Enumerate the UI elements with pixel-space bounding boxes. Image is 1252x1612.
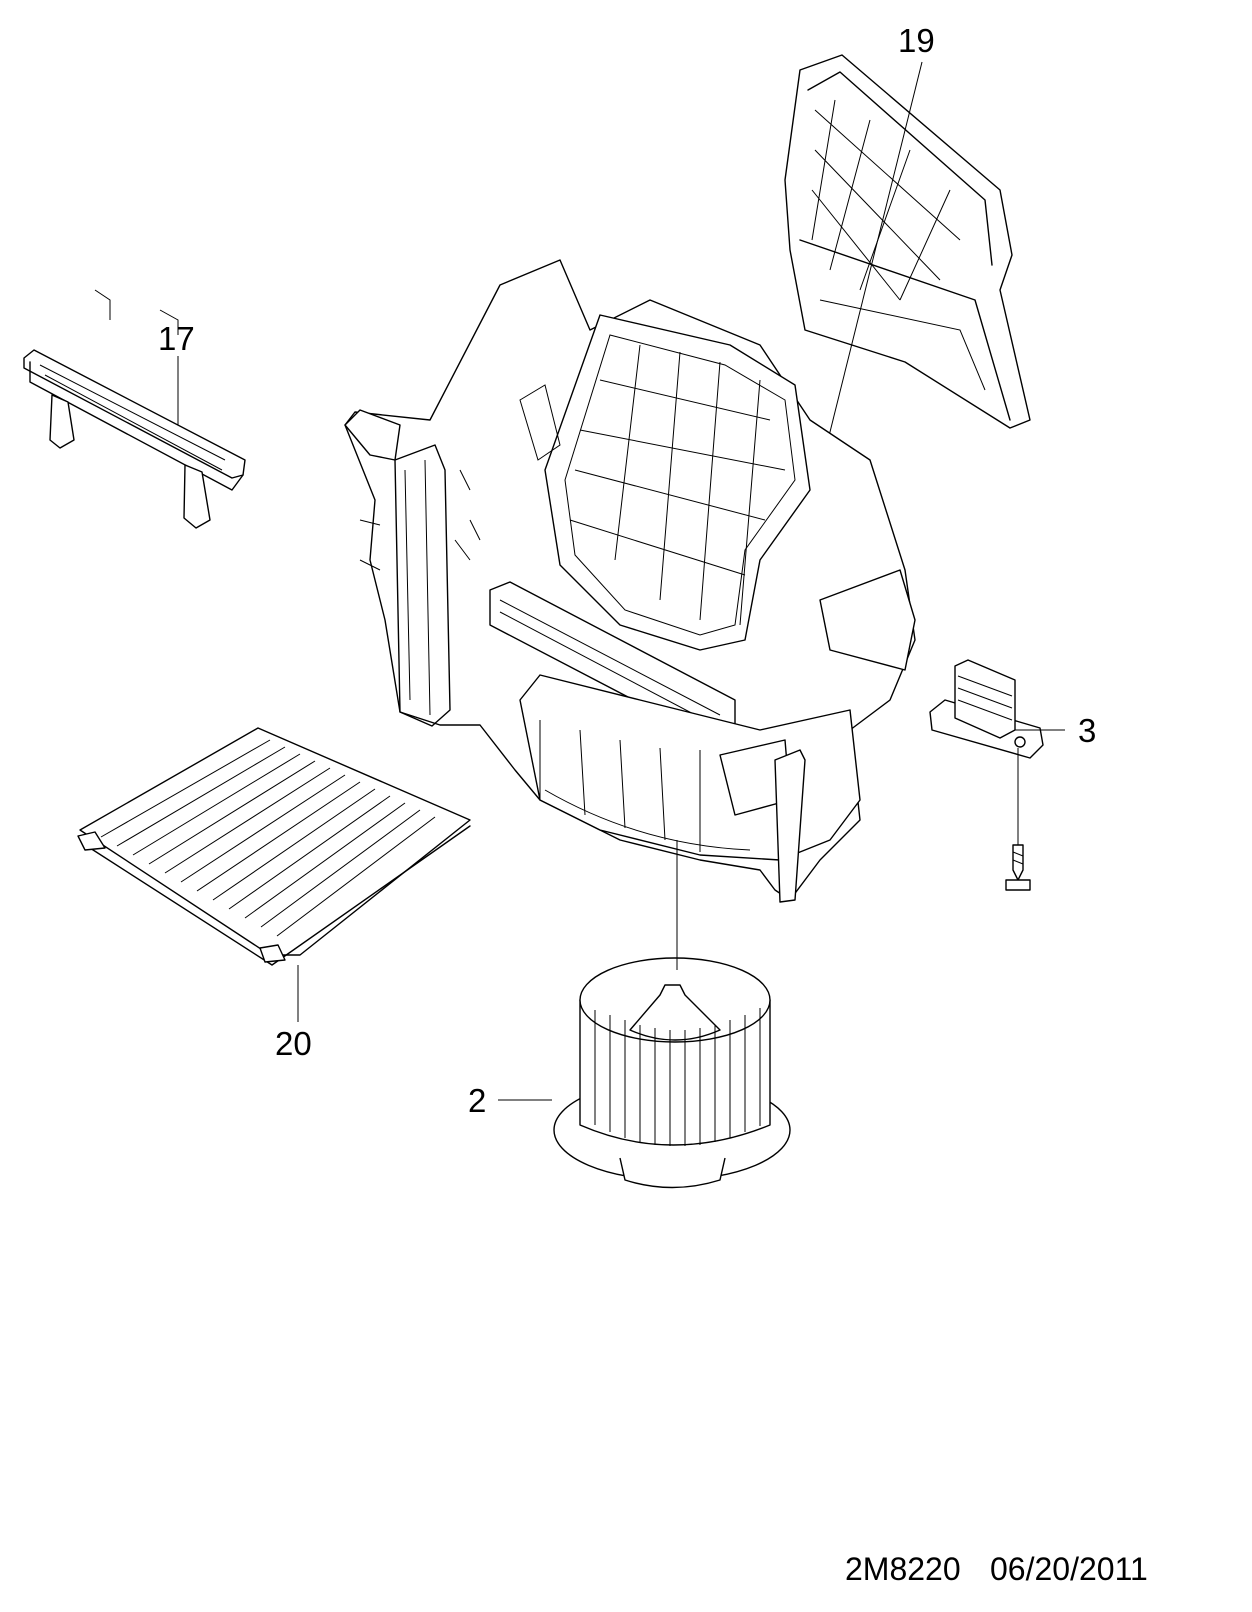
callout-20: 20	[275, 1025, 312, 1062]
diagram-code: 2M8220	[845, 1551, 961, 1587]
callout-3: 3	[1078, 712, 1096, 749]
callout-2: 2	[468, 1082, 486, 1119]
diagram-date: 06/20/2011	[990, 1551, 1148, 1587]
part-19-upper-cover	[784, 54, 1031, 429]
part-17-bracket	[23, 289, 246, 529]
callout-17: 17	[158, 320, 195, 357]
part-20-cabin-filter	[77, 727, 471, 966]
blower-housing-assembly	[344, 259, 916, 903]
leader-19	[827, 61, 923, 441]
part-3-resistor	[929, 659, 1044, 891]
callout-19: 19	[898, 22, 935, 59]
part-2-blower-motor	[553, 957, 791, 1189]
